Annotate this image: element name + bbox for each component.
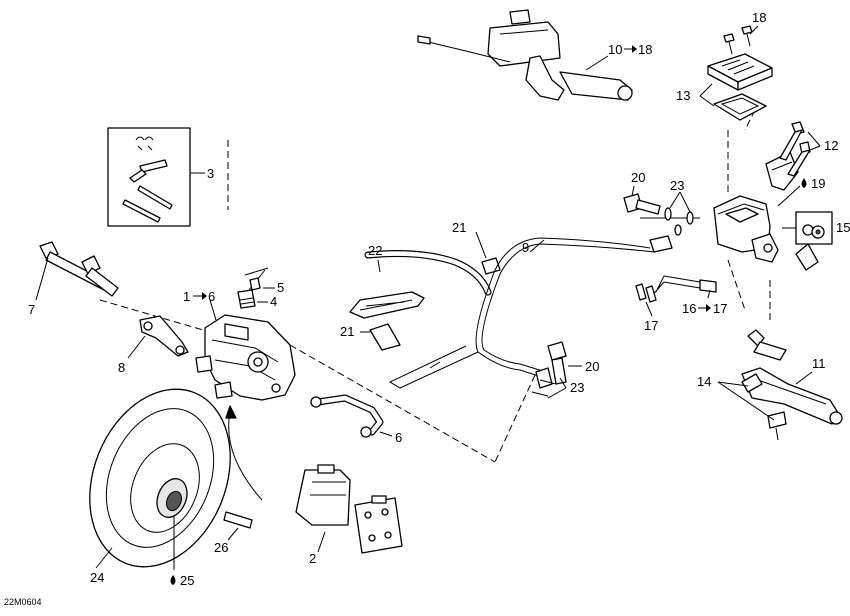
part-22-hose bbox=[349, 250, 492, 319]
part-15-kit bbox=[782, 211, 833, 271]
callout-12: 12 bbox=[824, 138, 838, 153]
callout-16: 16 bbox=[682, 301, 696, 316]
leader-22 bbox=[377, 259, 381, 273]
callout-1: 1 bbox=[183, 289, 190, 304]
leader-23a bbox=[669, 191, 691, 213]
part-23-washers-upper bbox=[664, 207, 694, 236]
part-23-washers-lower bbox=[531, 379, 557, 397]
callout-26: 26 bbox=[214, 540, 228, 555]
callout-20-lower: 20 bbox=[585, 359, 599, 374]
callout-4: 4 bbox=[270, 294, 277, 309]
drop-icon bbox=[801, 178, 807, 188]
part-3-pin-kit bbox=[107, 127, 191, 227]
callout-6: 6 bbox=[395, 430, 402, 445]
diagram-id: 22M0604 bbox=[4, 597, 42, 607]
callout-21-upper: 21 bbox=[452, 220, 466, 235]
callout-17: 17 bbox=[644, 318, 658, 333]
callout-8: 8 bbox=[118, 360, 125, 375]
leader-17 bbox=[645, 301, 653, 317]
leader-1 bbox=[209, 299, 217, 321]
callout-labels: 3 1 6 5 4 7 8 6 24 25 26 2 22 21 21 9 20… bbox=[4, 10, 850, 607]
callout-14: 14 bbox=[697, 374, 711, 389]
callout-20-upper: 20 bbox=[631, 170, 645, 185]
part-14-lever-hardware bbox=[741, 329, 787, 441]
part-1-caliper bbox=[195, 314, 296, 401]
leader-2 bbox=[317, 531, 326, 553]
callout-23-lower: 23 bbox=[570, 380, 584, 395]
callout-13: 13 bbox=[676, 88, 690, 103]
leader-10 bbox=[585, 55, 609, 71]
part-8-bracket bbox=[139, 315, 189, 357]
part-26-pin bbox=[223, 511, 253, 529]
callout-17-in-16: 17 bbox=[713, 301, 727, 316]
leader-7 bbox=[35, 257, 49, 301]
leader-20a bbox=[631, 185, 635, 197]
drop-icon bbox=[170, 575, 176, 585]
leader-8 bbox=[127, 335, 146, 359]
callout-21-lower: 21 bbox=[340, 324, 354, 339]
part-17-wire-terminals bbox=[635, 283, 657, 303]
leader-26 bbox=[227, 527, 239, 541]
callout-19: 19 bbox=[811, 176, 825, 191]
leader-6 bbox=[379, 431, 393, 437]
callout-18-in-10: 18 bbox=[638, 42, 652, 57]
part-11-brake-lever bbox=[741, 367, 843, 425]
leader-16 bbox=[707, 289, 711, 299]
callout-18: 18 bbox=[752, 10, 766, 25]
part-2-brake-pads bbox=[295, 464, 403, 554]
callout-23-upper: 23 bbox=[670, 178, 684, 193]
part-12-clamp bbox=[765, 121, 811, 191]
callout-11: 11 bbox=[812, 356, 826, 371]
arrow-icon bbox=[624, 45, 637, 53]
callout-15: 15 bbox=[836, 220, 850, 235]
part-16-brake-switch bbox=[649, 275, 717, 299]
callout-3: 3 bbox=[207, 166, 214, 181]
part-18-screws bbox=[723, 25, 753, 55]
leader-12 bbox=[807, 131, 821, 151]
part-7-bolts bbox=[39, 241, 119, 297]
part-20-bolt-upper bbox=[623, 193, 661, 215]
leader-13 bbox=[699, 83, 715, 107]
leader-9 bbox=[529, 239, 545, 253]
part-6-line bbox=[310, 394, 384, 438]
part-19-master-cylinder bbox=[713, 195, 779, 263]
leader-14 bbox=[717, 381, 775, 421]
part-13-reservoir-cover bbox=[707, 53, 773, 121]
leader-19 bbox=[777, 185, 801, 207]
part-9-brake-line bbox=[388, 235, 673, 389]
arrow-icon bbox=[193, 292, 207, 300]
callout-25: 25 bbox=[180, 573, 194, 588]
leader-24 bbox=[95, 547, 113, 569]
callout-2: 2 bbox=[309, 551, 316, 566]
leader-11 bbox=[795, 371, 813, 385]
part-21-clamps bbox=[369, 257, 501, 351]
leader-18 bbox=[749, 25, 759, 35]
callout-6-in-1: 6 bbox=[208, 289, 215, 304]
part-24-brake-disc bbox=[89, 388, 231, 568]
leader-23b bbox=[547, 377, 567, 399]
callout-10: 10 bbox=[608, 42, 622, 57]
arrow-icon bbox=[698, 304, 711, 312]
callout-5: 5 bbox=[277, 280, 284, 295]
part-10-master-cylinder-upper bbox=[417, 9, 633, 101]
leader-21a bbox=[475, 231, 487, 259]
arrow-to-caliper bbox=[228, 411, 263, 501]
callout-24: 24 bbox=[90, 570, 104, 585]
callout-7: 7 bbox=[28, 302, 35, 317]
callout-9: 9 bbox=[522, 240, 529, 255]
part-4-5-bleeder bbox=[237, 277, 261, 309]
callout-22: 22 bbox=[368, 243, 382, 258]
part-20-bolt-lower bbox=[547, 341, 567, 385]
